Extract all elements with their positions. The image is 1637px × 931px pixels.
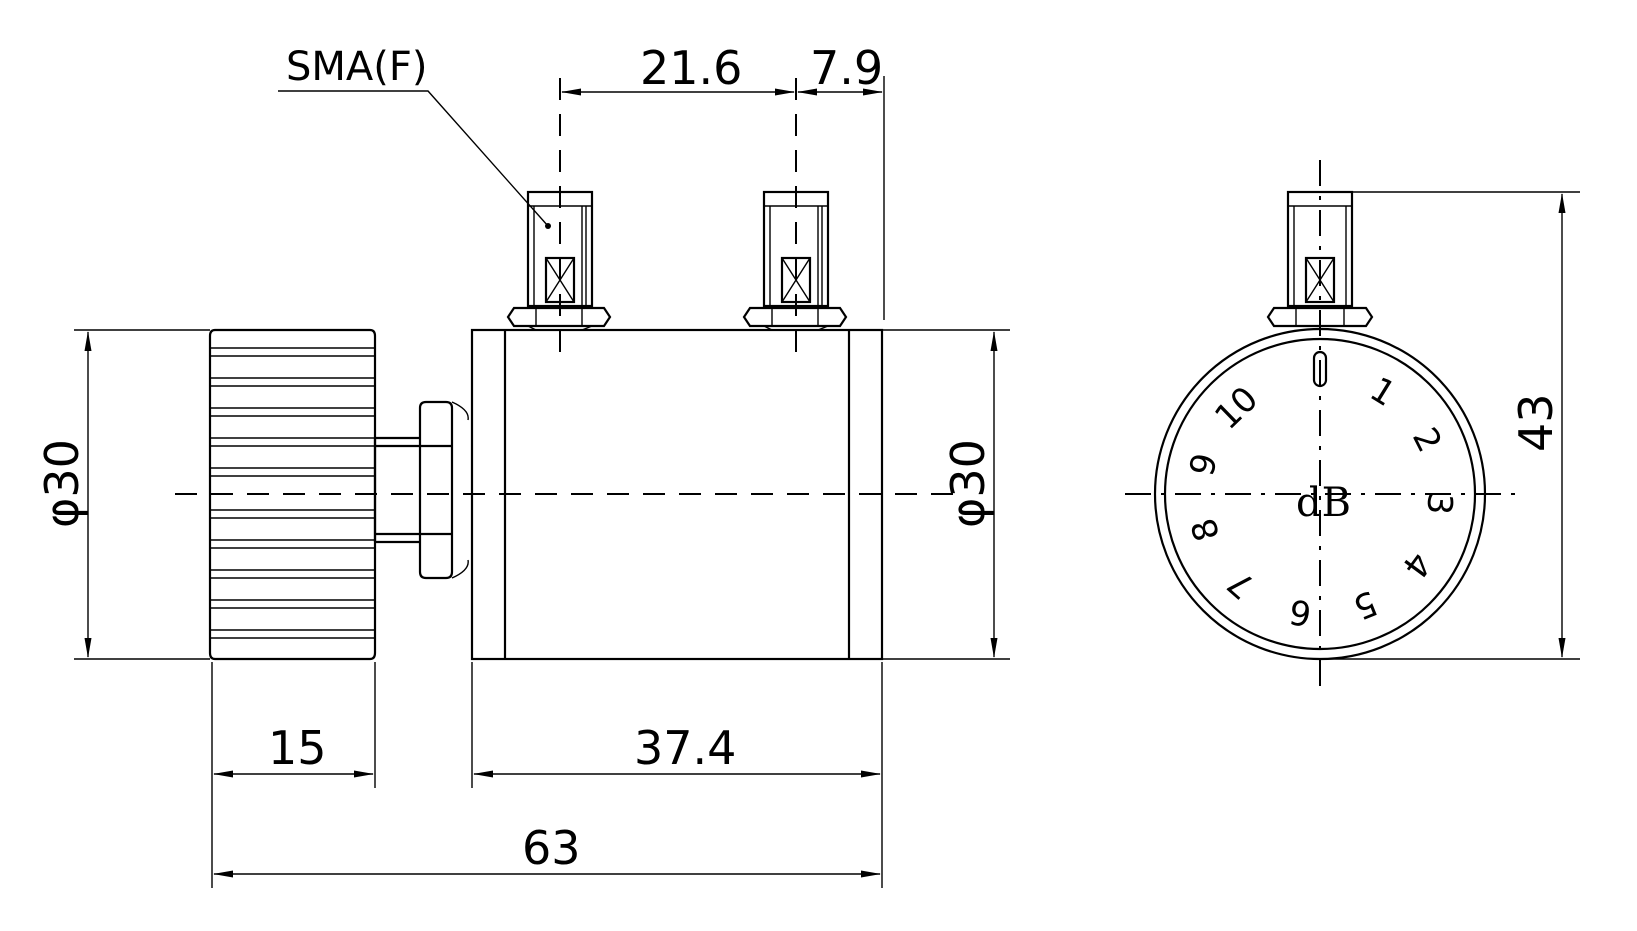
knob	[208, 328, 377, 661]
body-diameter-dimension: φ30	[882, 329, 1010, 660]
dim-body-length: 37.4	[634, 721, 736, 775]
dial-number-9: 9	[1182, 449, 1226, 480]
dial-number-4: 4	[1394, 544, 1439, 585]
dial-number-5: 5	[1347, 582, 1382, 627]
dim-overall-height: 43	[1509, 393, 1563, 452]
dim-overall-length: 63	[522, 821, 581, 875]
dial-number-7: 7	[1220, 562, 1263, 606]
side-view: SMA(F) 21.6 7.9 φ30 φ30	[35, 41, 1010, 888]
bottom-dimensions: 15 37.4 63	[211, 662, 883, 888]
height-dimension: 43	[1320, 191, 1580, 660]
hex-nut	[418, 400, 469, 580]
dial-number-6: 6	[1286, 590, 1314, 633]
attenuator-body	[470, 328, 884, 661]
knob-diameter-dimension: φ30	[35, 329, 210, 660]
dial-number-3: 3	[1418, 491, 1460, 516]
dial-number-10: 10	[1207, 379, 1266, 438]
dim-knob-length: 15	[268, 721, 327, 775]
dim-port-spacing: 21.6	[640, 41, 742, 95]
top-dimensions: 21.6 7.9	[561, 41, 885, 320]
dial-number-1: 1	[1363, 370, 1402, 415]
dim-port-offset: 7.9	[810, 41, 883, 95]
sma-label: SMA(F)	[286, 44, 427, 90]
dial-pointer	[1312, 350, 1328, 388]
sma-callout: SMA(F)	[278, 44, 551, 229]
dim-body-diameter: φ30	[941, 439, 995, 528]
shaft	[373, 436, 420, 544]
dial-unit: dB	[1296, 480, 1351, 526]
dim-knob-diameter: φ30	[35, 439, 89, 528]
dial-number-8: 8	[1184, 513, 1229, 546]
dial-number-2: 2	[1404, 421, 1449, 458]
